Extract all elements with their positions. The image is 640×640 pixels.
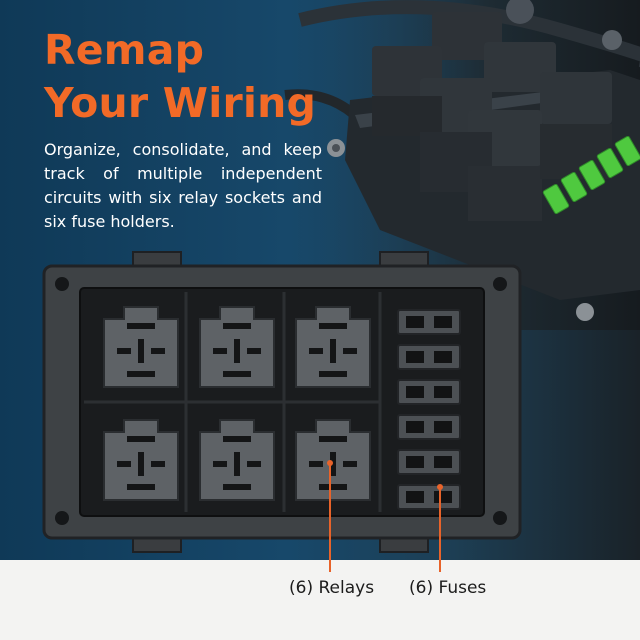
subtitle: Organize, consolidate, and keep track of… [44,140,322,231]
relay-socket [199,419,275,501]
fuse-holder [397,414,461,440]
relay-socket [295,419,371,501]
installed-relays [372,12,612,221]
relay-socket [199,306,275,388]
fuse-holders [397,309,461,510]
relay-socket [103,419,179,501]
relays-callout-label: (6) Relays [289,578,375,598]
fuse-relay-box [42,251,522,553]
installed-fuses [542,135,640,215]
fuses-callout-label: (6) Fuses [409,578,487,598]
fuse-holder [397,379,461,405]
lower-panel [0,560,640,640]
headline-line-2: Your Wiring [44,79,317,127]
relay-socket [103,306,179,388]
fuse-holder [397,484,461,510]
headline-line-1: Remap [44,26,205,74]
fuse-holder [397,449,461,475]
fuse-holder [397,309,461,335]
relay-socket [295,306,371,388]
fuse-holder [397,344,461,370]
relay-sockets [103,306,371,501]
